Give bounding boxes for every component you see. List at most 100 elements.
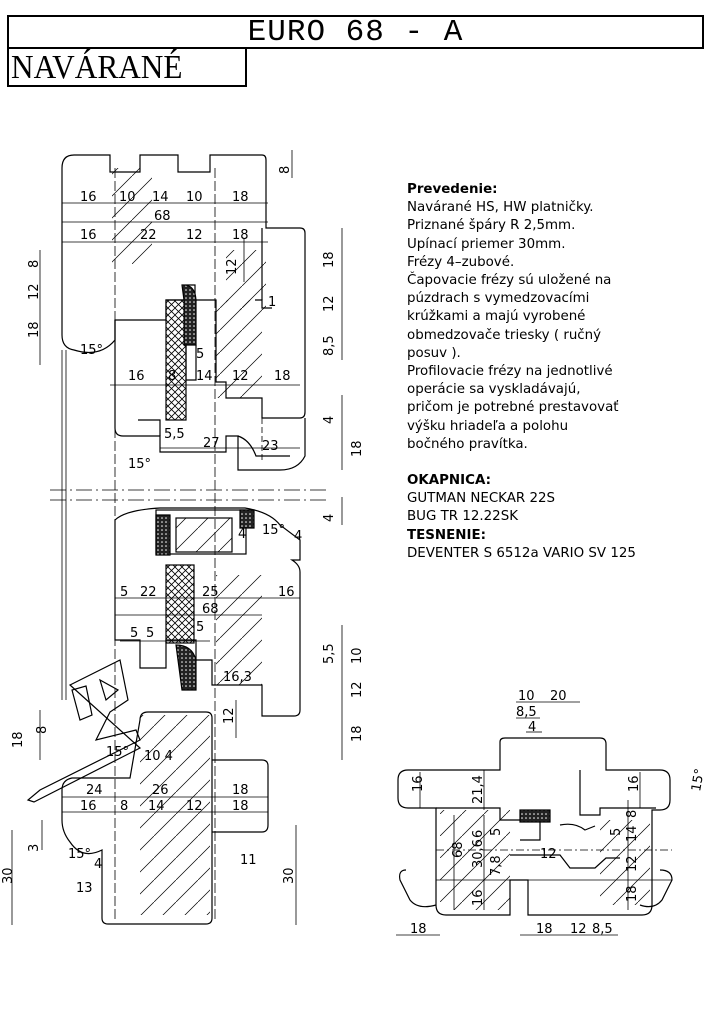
prevedenie-line-11: pričom je potrebné prestavovať — [407, 400, 619, 416]
dim-top-row3-1: 8 — [168, 369, 176, 384]
dim-bot-row4-3: 12 — [186, 799, 203, 814]
dim-bot-row4-4: 18 — [232, 799, 249, 814]
dim-sec-bottom-l: 18 — [410, 922, 427, 937]
dim-bot-right-v0: 5,5 — [322, 643, 337, 664]
dim-top-row4-2: 23 — [262, 439, 279, 454]
dim-bot-row4-1: 8 — [120, 799, 128, 814]
dim-top-mid12: 12 — [225, 258, 240, 275]
dim-top-row1-2: 14 — [152, 190, 169, 205]
dim-top-angle2: 15° — [128, 457, 151, 472]
drawing-subtitle-box: NAVÁRANÉ — [7, 49, 247, 87]
dim-bot-angle3: 15° — [262, 523, 285, 538]
okapnica-heading: OKAPNICA: — [407, 473, 491, 489]
dim-bot-row4-2: 14 — [148, 799, 165, 814]
dim-sec-top-1: 20 — [550, 689, 567, 704]
prevedenie-line-0: Navárané HS, HW platničky. — [407, 200, 594, 216]
dim-bot-row3-2: 18 — [232, 783, 249, 798]
dim-sec-v14: 14 — [625, 825, 640, 842]
dim-bot-row2-1: 5 — [146, 626, 154, 641]
notes-panel: Prevedenie: Navárané HS, HW platničky. Pr… — [407, 181, 707, 563]
tesnenie-heading: TESNENIE: — [407, 527, 486, 543]
dim-bot-left-v0: 8 — [35, 726, 50, 734]
dim-top-row3-3: 12 — [232, 369, 249, 384]
dim-top-row3-0: 16 — [128, 369, 145, 384]
dim-top-row2-0: 16 — [80, 228, 97, 243]
dim-sec-v6: 6 — [471, 830, 486, 838]
dim-bot-four-top: 4 — [322, 514, 337, 522]
dimension-labels: 16 10 14 10 18 68 16 22 12 18 8 8 12 18 … — [1, 166, 708, 937]
dim-top-right-v0: 18 — [322, 251, 337, 268]
dim-top-row1-0: 16 — [80, 190, 97, 205]
okapnica-lines: GUTMAN NECKAR 22S BUG TR 12.22SK — [407, 490, 707, 526]
dim-bot-eleven: 11 — [240, 853, 257, 868]
okapnica-line-0: GUTMAN NECKAR 22S — [407, 491, 555, 507]
dim-bot-thirteen: 13 — [76, 881, 93, 896]
dim-bot-row4-0: 16 — [80, 799, 97, 814]
dim-bot-total: 68 — [202, 602, 219, 617]
dim-sec-v5b: 5 — [609, 828, 624, 836]
dim-sec-top-0: 10 — [518, 689, 535, 704]
dim-bot-angle5: 15° — [68, 847, 91, 862]
prevedenie-heading: Prevedenie: — [407, 182, 498, 197]
prevedenie-line-5: púzdrach s vymedzovacími — [407, 291, 590, 307]
dim-top-row3-2: 14 — [196, 369, 213, 384]
dim-sec-bottom-2: 8,5 — [592, 922, 613, 937]
dim-top-right-v2: 8,5 — [322, 335, 337, 356]
dim-top-left-v1: 12 — [27, 283, 42, 300]
dim-bot-right-v1: 10 — [350, 647, 365, 664]
dim-top-row2-1: 22 — [140, 228, 157, 243]
prevedenie-line-8: posuv ). — [407, 345, 461, 361]
prevedenie-line-2: Upínací priemer 30mm. — [407, 236, 566, 252]
dim-sec-v16l: 16 — [411, 775, 426, 792]
drawing-subtitle: NAVÁRANÉ — [11, 49, 183, 86]
dim-sec-v16r: 16 — [627, 775, 642, 792]
dim-top-row1-1: 10 — [119, 190, 136, 205]
dim-bot-row1-3: 16 — [278, 585, 295, 600]
dim-sec-bottom-1: 12 — [570, 922, 587, 937]
dim-sec-v68: 68 — [451, 841, 466, 858]
prevedenie-line-13: bočného pravítka. — [407, 436, 528, 452]
dim-bot-sixteen3: 16,3 — [223, 670, 252, 685]
dim-bot-left-v1: 18 — [11, 731, 26, 748]
dim-bot-row3-1: 26 — [152, 783, 169, 798]
dim-top-row3-4: 18 — [274, 369, 291, 384]
dim-sec-t85: 8,5 — [516, 705, 537, 720]
dim-bot-row3-0: 24 — [86, 783, 103, 798]
bottom-frame-profile — [26, 507, 301, 925]
dim-sec-v12: 12 — [540, 847, 557, 862]
okapnica-line-1: BUG TR 12.22SK — [407, 509, 518, 525]
dim-bot-row2-2: 5 — [196, 620, 204, 635]
dim-top-row2-3: 18 — [232, 228, 249, 243]
dim-top-row2-2: 12 — [186, 228, 203, 243]
prevedenie-lines: Navárané HS, HW platničky. Priznané špáry… — [407, 199, 707, 454]
tesnenie-lines: DEVENTER S 6512a VARIO SV 125 — [407, 545, 707, 563]
prevedenie-line-1: Priznané špáry R 2,5mm. — [407, 218, 576, 234]
dim-bot-row1-1: 22 — [140, 585, 157, 600]
drawing-title: EURO 68 - A — [247, 14, 464, 50]
top-sash-profile — [61, 154, 306, 471]
dim-top-angle1: 15° — [80, 343, 103, 358]
dim-sec-v78: 7,8 — [489, 855, 504, 876]
prevedenie-line-12: výšku hriadeľa a polohu — [407, 418, 569, 434]
dim-sec-v5a: 5 — [489, 828, 504, 836]
dim-bot-thirty-l: 30 — [1, 867, 16, 884]
dim-top-left-v0: 8 — [27, 260, 42, 268]
dim-top-right-v1: 12 — [322, 295, 337, 312]
prevedenie-line-9: Profilovacie frézy na jednotlivé — [407, 364, 613, 380]
dim-sec-angle: 15° — [689, 767, 708, 792]
prevedenie-line-7: obmedzovače triesky ( ručný — [407, 327, 602, 343]
dim-sec-v306: 30,6 — [471, 839, 486, 868]
dim-top-total: 68 — [154, 209, 171, 224]
dim-bot-four-a: 4 — [238, 527, 246, 542]
drawing-title-box: EURO 68 - A — [7, 14, 704, 50]
frame-axis-lines — [50, 168, 330, 920]
dim-sec-v18: 18 — [625, 885, 640, 902]
tesnenie-line-0: DEVENTER S 6512a VARIO SV 125 — [407, 545, 636, 561]
dim-sec-v8: 8 — [625, 810, 640, 818]
prevedenie-line-4: Čapovacie frézy sú uložené na — [407, 273, 612, 289]
dim-sec-v214: 21,4 — [471, 775, 486, 804]
dim-bot-ten4: 10 4 — [144, 749, 173, 764]
prevedenie-line-10: operácie sa vyskladávajú, — [407, 382, 581, 398]
dim-bot-three: 3 — [27, 844, 42, 852]
